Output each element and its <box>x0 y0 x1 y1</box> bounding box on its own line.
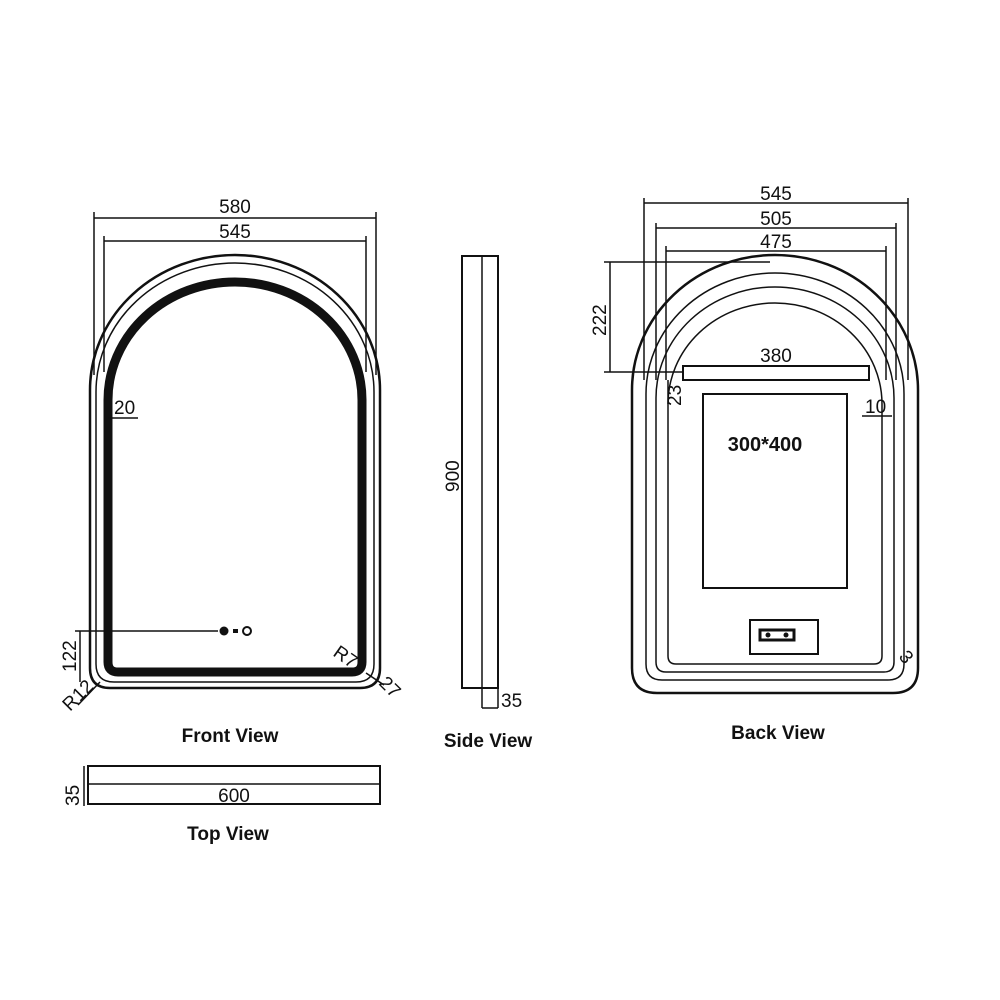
back-width-475: 475 <box>760 232 792 253</box>
front-outer-frame <box>88 253 382 690</box>
front-width-inner: 545 <box>219 222 251 243</box>
side-view: 900 35 Side View <box>443 255 533 752</box>
back-panel <box>702 393 848 589</box>
touch-switch-icon <box>219 626 229 636</box>
front-frame-outline <box>95 262 375 683</box>
back-width-545: 545 <box>760 184 792 205</box>
side-height-dim: 900 <box>443 460 464 492</box>
back-frame-4 <box>667 302 883 665</box>
connector-icon <box>758 628 796 642</box>
back-outer-frame <box>630 253 920 695</box>
back-frame-3 <box>655 286 895 673</box>
back-frame-2 <box>645 272 905 681</box>
back-view: 545 505 475 222 380 23 10 300*400 <box>590 184 920 744</box>
top-width-dim: 600 <box>218 786 250 807</box>
front-view-caption: Front View <box>182 726 279 747</box>
back-bar-width: 380 <box>760 346 792 367</box>
side-view-caption: Side View <box>444 731 533 752</box>
side-profile <box>461 255 499 689</box>
side-depth-dim: 35 <box>501 691 522 712</box>
back-width-505: 505 <box>760 209 792 230</box>
top-profile <box>87 765 381 805</box>
back-bar-offset: 23 <box>665 385 686 406</box>
mounting-bar <box>682 365 870 381</box>
back-view-caption: Back View <box>731 723 825 744</box>
front-radius-outer: R12 <box>59 676 98 715</box>
top-depth-dim: 35 <box>63 785 84 806</box>
back-panel-size: 300*400 <box>728 434 803 456</box>
top-view: 35 600 Top View <box>63 765 381 845</box>
front-switch-height: 122 <box>60 640 81 672</box>
connector-pin-icon-2 <box>783 632 789 638</box>
top-view-caption: Top View <box>187 824 269 845</box>
back-corner-dim: 3 <box>894 647 917 669</box>
back-side-gap: 10 <box>865 397 886 418</box>
connector-pin-icon <box>765 632 771 638</box>
front-led-band <box>103 277 367 677</box>
dimmer-switch-icon <box>242 626 252 636</box>
switch-dot-icon <box>233 629 238 633</box>
back-arch-height: 222 <box>590 304 611 336</box>
front-width-outer: 580 <box>219 197 251 218</box>
front-view: 580 545 20 122 R12 R7 27 Front View <box>59 197 405 747</box>
front-border-dim: 20 <box>114 398 135 419</box>
driver-box <box>749 619 819 655</box>
